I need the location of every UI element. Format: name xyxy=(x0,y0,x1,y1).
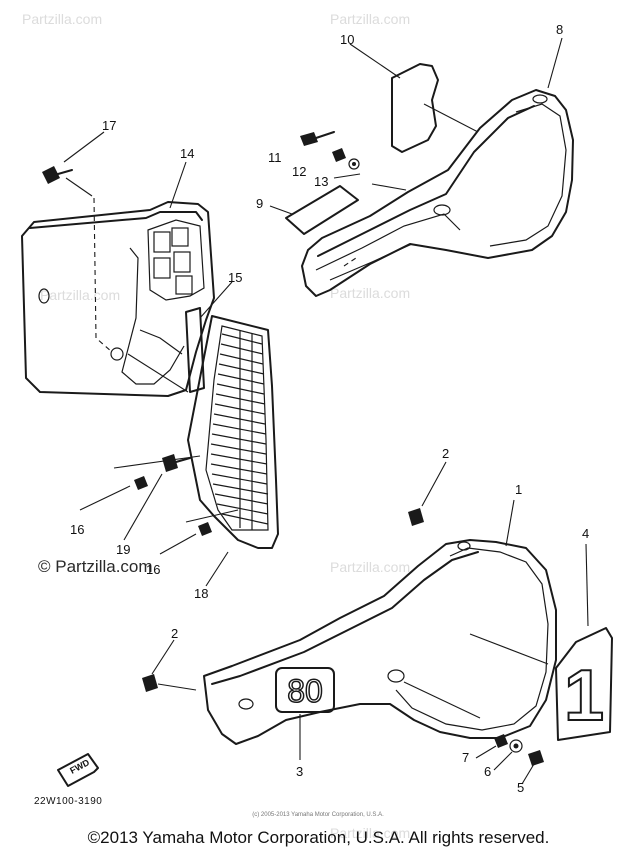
watermark-mid-left: Partzilla.com xyxy=(40,287,120,303)
watermark-lower-left: © Partzilla.com xyxy=(38,557,153,576)
callout-5: 5 xyxy=(517,780,524,795)
callout-17: 17 xyxy=(102,118,116,133)
label-80-plate xyxy=(275,667,335,713)
callout-19: 19 xyxy=(116,542,130,557)
copyright-footer: ©2013 Yamaha Motor Corporation, U.S.A. A… xyxy=(87,828,550,847)
callout-3: 3 xyxy=(296,764,303,779)
watermark-top-right: Partzilla.com xyxy=(330,11,410,27)
part-6-grommet xyxy=(509,739,523,753)
callout-15: 15 xyxy=(228,270,242,285)
callout-11: 11 xyxy=(268,150,282,165)
callout-2-lower: 2 xyxy=(171,626,178,641)
part-2-bolt-upper xyxy=(408,508,424,526)
fwd-label: FWD xyxy=(68,757,91,776)
fwd-arrow: FWD xyxy=(57,753,99,787)
part-8-upper-side-cover xyxy=(301,89,574,297)
callout-7: 7 xyxy=(462,750,469,765)
callout-8: 8 xyxy=(556,22,563,37)
part-11-bolt xyxy=(300,131,335,146)
callout-14: 14 xyxy=(180,146,194,161)
leader-lines xyxy=(63,37,589,785)
callout-6: 6 xyxy=(484,764,491,779)
callout-12: 12 xyxy=(292,164,306,179)
watermark-top-left: Partzilla.com xyxy=(22,11,102,27)
part-18-radiator-guard xyxy=(187,315,279,549)
part-12-nut xyxy=(332,148,346,162)
callout-9: 9 xyxy=(256,196,263,211)
part-7-washer xyxy=(494,734,508,748)
part-17-bolt xyxy=(42,166,113,353)
label-80-text: 80 xyxy=(287,673,323,709)
watermark-lower-right: Partzilla.com xyxy=(330,559,410,575)
part-16-nut-lower xyxy=(198,522,212,536)
callout-16-upper: 16 xyxy=(70,522,84,537)
callout-labels: 1 2 2 3 4 5 6 7 8 9 10 11 12 13 14 15 16… xyxy=(70,22,589,795)
watermark-mid-right: Partzilla.com xyxy=(330,285,410,301)
part-14-radiator-cover xyxy=(21,201,215,397)
part-15-damper xyxy=(185,307,205,393)
callout-4: 4 xyxy=(582,526,589,541)
watermark-layer: Partzilla.com Partzilla.com Partzilla.co… xyxy=(22,11,410,841)
callout-10: 10 xyxy=(340,32,354,47)
small-copyright: (c) 2005-2013 Yamaha Motor Corporation, … xyxy=(252,812,384,818)
part-16-nut-upper xyxy=(134,476,148,490)
watermark-bottom: Partzilla.com xyxy=(330,825,410,841)
part-1-side-cover: 80 xyxy=(203,539,557,745)
diagram-reference: 22W100-3190 xyxy=(34,796,102,807)
part-5-screw xyxy=(528,750,544,766)
decal-number-text: 1 xyxy=(564,656,604,736)
part-4-number-decal: 1 xyxy=(555,627,613,741)
callout-16-lower: 16 xyxy=(146,562,160,577)
callout-18: 18 xyxy=(194,586,208,601)
callout-13: 13 xyxy=(314,174,328,189)
part-13-collar xyxy=(348,158,360,170)
part-19-bolt xyxy=(162,454,191,472)
callout-1: 1 xyxy=(515,482,522,497)
part-10-plate xyxy=(391,63,439,153)
callout-2-upper: 2 xyxy=(442,446,449,461)
part-2-bolt-lower xyxy=(142,674,197,692)
part-9-label xyxy=(285,185,359,235)
grille-bars xyxy=(210,330,269,530)
